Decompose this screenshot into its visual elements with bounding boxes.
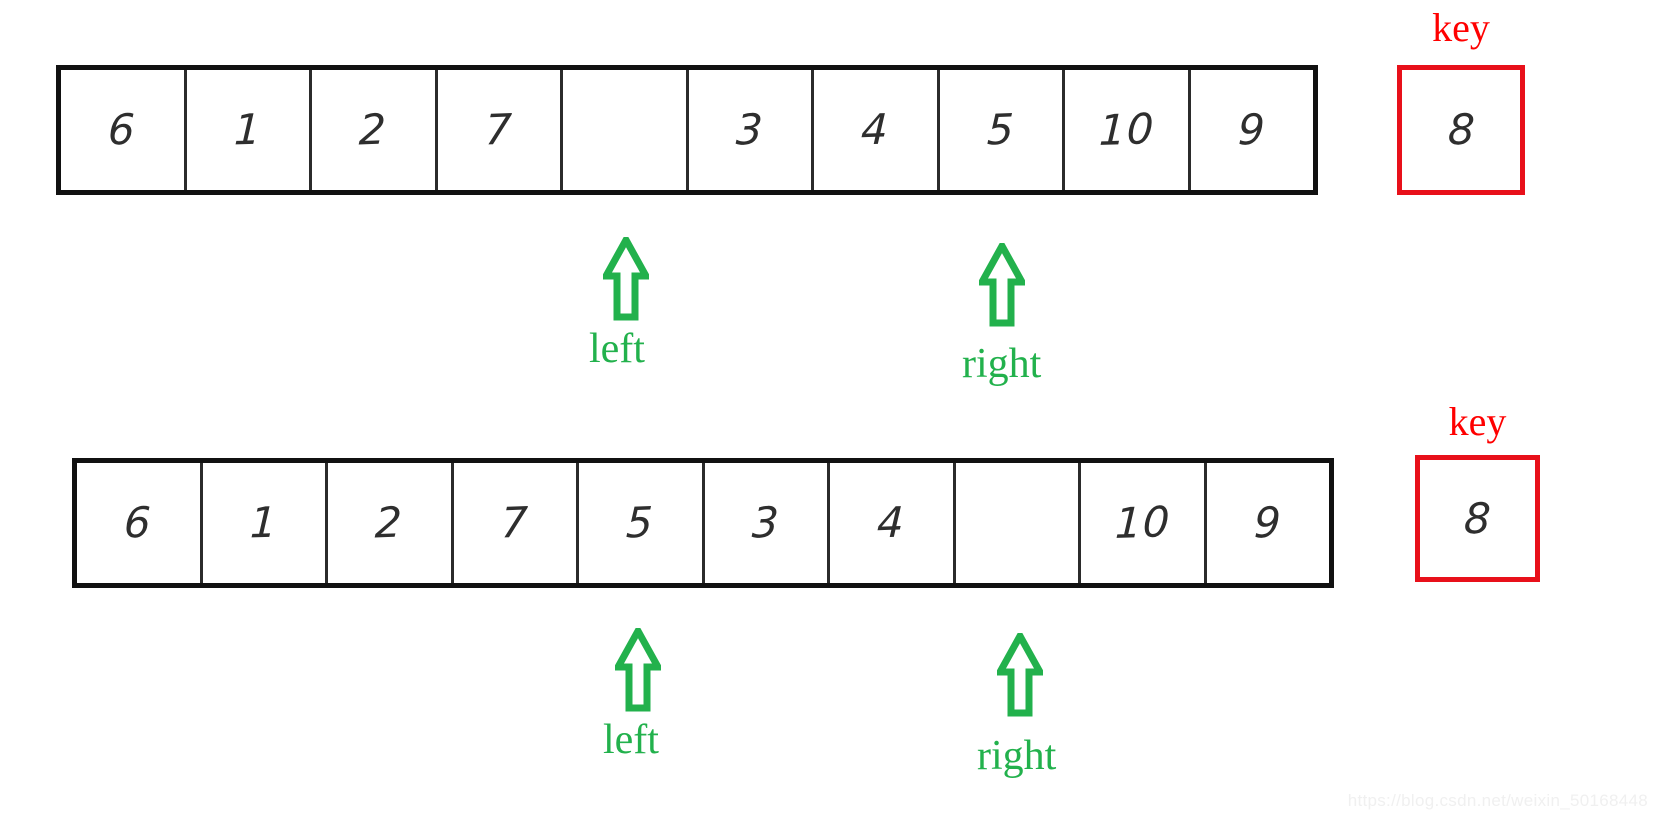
array-cell-empty (956, 463, 1081, 583)
array-cell-value: 9 (1253, 497, 1283, 548)
key-box: 8 (1397, 65, 1525, 195)
up-arrow-icon (997, 633, 1043, 717)
array-cell-value: 1 (233, 104, 263, 155)
array-cell: 5 (579, 463, 705, 583)
key-box: 8 (1415, 455, 1540, 582)
array-cell: 9 (1207, 463, 1330, 583)
array-cell-value: 2 (358, 104, 389, 155)
array-cell-value: 6 (123, 497, 154, 548)
array-cell: 2 (312, 70, 438, 190)
array-cell: 3 (689, 70, 814, 190)
array-cell: 2 (328, 463, 454, 583)
array-cell-value: 5 (625, 497, 656, 548)
array-cell-empty (563, 70, 689, 190)
array-cell: 7 (438, 70, 563, 190)
key-label: key (1432, 5, 1490, 50)
array-cell-value: 10 (1097, 104, 1155, 155)
array-strip-step-1: 6 1 2 7 3 4 5 10 9 (56, 65, 1318, 195)
array-cell: 9 (1191, 70, 1314, 190)
array-cell: 4 (814, 70, 940, 190)
array-cell-value: 7 (500, 497, 530, 548)
key-group-step-1: key 8 (1397, 8, 1525, 198)
key-label: key (1448, 399, 1507, 444)
array-cell: 10 (1081, 463, 1207, 583)
pointer-left-label-step-1: left (589, 326, 645, 372)
array-cell-value: 10 (1113, 497, 1171, 548)
array-cell-value: 3 (751, 497, 781, 548)
pointer-left-label-step-2: left (603, 717, 659, 763)
array-cell: 3 (705, 463, 830, 583)
key-group-step-2: key 8 (1415, 402, 1540, 592)
array-cell-value: 4 (860, 104, 891, 155)
pointer-left-step-1 (603, 237, 649, 321)
array-cell-value: 5 (986, 104, 1016, 155)
array-cell-value: 7 (484, 104, 514, 155)
pointer-right-step-1 (979, 243, 1025, 327)
pointer-right-label-step-1: right (962, 341, 1042, 387)
up-arrow-icon (603, 237, 649, 321)
array-cell-value: 3 (735, 104, 765, 155)
up-arrow-icon (979, 243, 1025, 327)
array-cell: 6 (61, 70, 187, 190)
pointer-right-label-step-2: right (977, 733, 1057, 779)
up-arrow-icon (615, 628, 661, 712)
pointer-right-step-2 (997, 633, 1043, 717)
array-cell-value: 1 (249, 497, 279, 548)
array-strip-step-2: 6 1 2 7 5 3 4 10 9 (72, 458, 1334, 588)
array-cell: 7 (454, 463, 579, 583)
array-cell: 4 (830, 463, 956, 583)
array-cell: 5 (940, 70, 1065, 190)
array-cell: 10 (1065, 70, 1191, 190)
key-value: 8 (1446, 104, 1476, 155)
array-cell-value: 6 (107, 104, 138, 155)
pointer-left-step-2 (615, 628, 661, 712)
array-cell-value: 9 (1237, 104, 1267, 155)
watermark: https://blog.csdn.net/weixin_50168448 (1347, 791, 1648, 810)
array-cell-value: 2 (374, 497, 405, 548)
array-cell-value: 4 (876, 497, 907, 548)
array-cell: 6 (77, 463, 203, 583)
array-cell: 1 (187, 70, 312, 190)
key-value: 8 (1463, 493, 1492, 543)
array-cell: 1 (203, 463, 328, 583)
